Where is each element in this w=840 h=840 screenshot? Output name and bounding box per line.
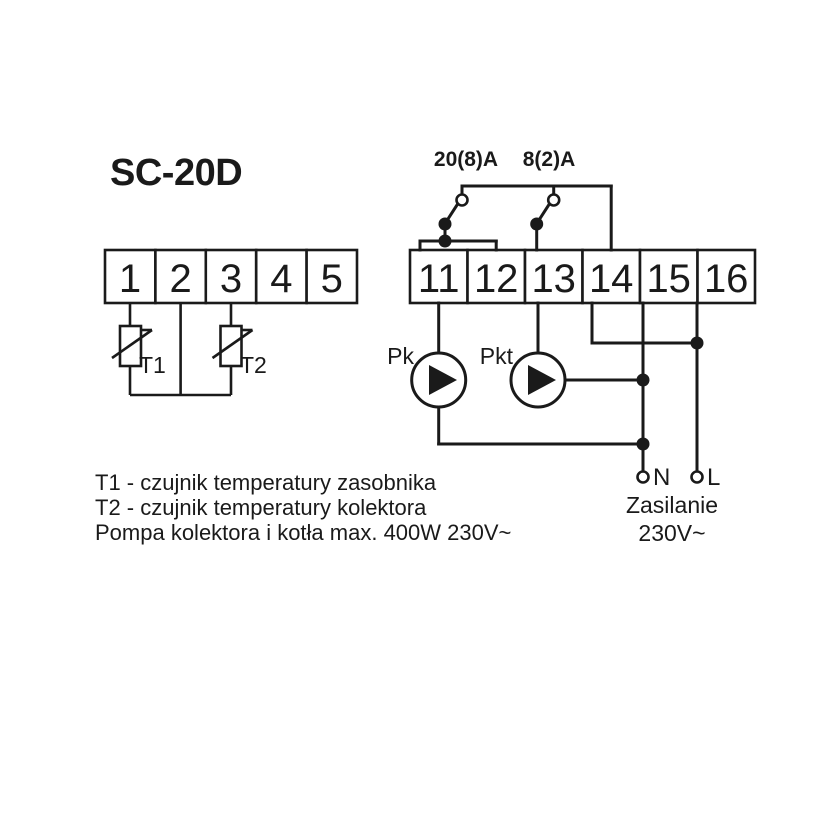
pump-label-pkt: Pkt xyxy=(480,343,514,369)
sensor-label-t2: T2 xyxy=(240,352,267,378)
terminal-number-12: 12 xyxy=(474,257,519,301)
terminal-number-2: 2 xyxy=(169,257,191,301)
terminal-cell-5[interactable] xyxy=(305,248,359,305)
terminal-number-11: 11 xyxy=(418,257,460,301)
relay1-no-contact-icon xyxy=(455,193,469,207)
junction-dot-pkt-neutral xyxy=(636,373,650,387)
terminal-cell-13[interactable] xyxy=(523,248,584,305)
supply-caption-line-2: 230V~ xyxy=(638,520,705,546)
relay-rating-1: 20(8)A xyxy=(434,148,498,171)
legend: T1 - czujnik temperatury zasobnika T2 - … xyxy=(95,470,511,545)
terminal-number-16: 16 xyxy=(704,257,749,301)
terminal-number-4: 4 xyxy=(270,257,292,301)
sensor-symbol-t2 xyxy=(211,324,254,368)
pump-triangle-pk xyxy=(429,365,457,395)
pump-symbol-pkt xyxy=(509,351,567,409)
sensor-symbol-t1 xyxy=(111,324,153,368)
terminal-cell-16[interactable] xyxy=(696,248,757,305)
relay-rating-2: 8(2)A xyxy=(523,148,576,171)
terminal-number-15: 15 xyxy=(646,257,691,301)
terminal-number-13: 13 xyxy=(531,257,576,301)
terminal-number-1: 1 xyxy=(119,257,141,301)
terminal-cell-14[interactable] xyxy=(581,248,642,305)
supply-terminal-neutral-icon xyxy=(636,470,650,484)
supply-caption-line-1: Zasilanie xyxy=(626,492,718,518)
legend-line-3: Pompa kolektora i kotła max. 400W 230V~ xyxy=(95,520,511,545)
thermistor-slash-t2 xyxy=(211,328,254,360)
sensor-wiring: T1 T2 xyxy=(111,303,267,397)
page-title: SC-20D xyxy=(110,152,242,194)
supply-terminal-line-icon xyxy=(690,470,704,484)
thermistor-slash-t1 xyxy=(111,328,153,360)
terminal-number-14: 14 xyxy=(589,257,634,301)
left-terminal-block: 1 2 3 4 5 xyxy=(103,248,359,305)
sensor-label-t1: T1 xyxy=(139,352,166,378)
relay-contact-group: 20(8)A 8(2)A xyxy=(418,148,613,252)
pump-triangle-pkt xyxy=(528,365,556,395)
supply-label-line: L xyxy=(707,464,720,491)
terminal-cell-15[interactable] xyxy=(638,248,699,305)
junction-dot-line-rail xyxy=(690,336,704,350)
terminal-number-3: 3 xyxy=(220,257,242,301)
junction-dot-pk-neutral xyxy=(636,437,650,451)
right-terminal-block: 11 12 13 14 15 16 xyxy=(408,248,757,305)
pump-label-pk: Pk xyxy=(387,343,414,369)
pump-symbol-pk xyxy=(410,351,468,409)
legend-line-2: T2 - czujnik temperatury kolektora xyxy=(95,495,427,520)
relay2-no-contact-icon xyxy=(546,193,561,207)
load-supply-wiring: Pk Pkt N L Zasilanie 230V~ xyxy=(387,301,720,546)
supply-label-neutral: N xyxy=(653,464,670,491)
legend-line-1: T1 - czujnik temperatury zasobnika xyxy=(95,470,437,495)
terminal-number-5: 5 xyxy=(321,257,343,301)
